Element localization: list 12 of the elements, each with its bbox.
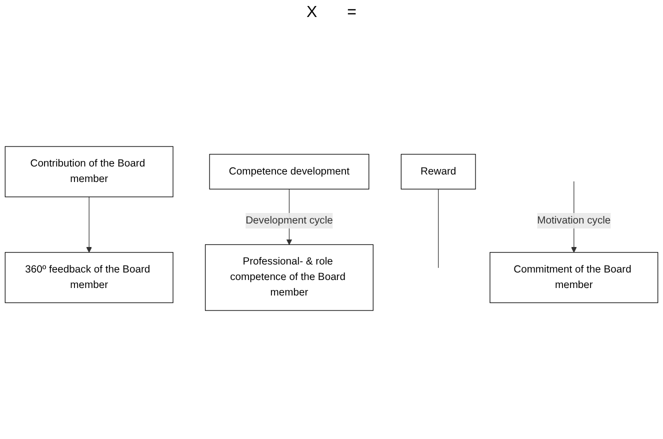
node-box: Competence development: [209, 154, 370, 190]
connector: [438, 188, 439, 268]
operator-sign: X: [306, 4, 318, 22]
edge-label: Motivation cycle: [537, 214, 611, 226]
node-box: Reward: [400, 154, 476, 190]
node-box: 360º feedback of the Board member: [4, 252, 174, 304]
edge-label: Development cycle: [246, 214, 333, 226]
node-box: Contribution of the Board member: [4, 146, 174, 198]
node-box: Commitment of the Board member: [490, 252, 658, 304]
node-box: Professional- & role competence of the Board member: [204, 244, 374, 311]
arrow: [86, 196, 92, 253]
operator-sign: =: [347, 4, 356, 22]
